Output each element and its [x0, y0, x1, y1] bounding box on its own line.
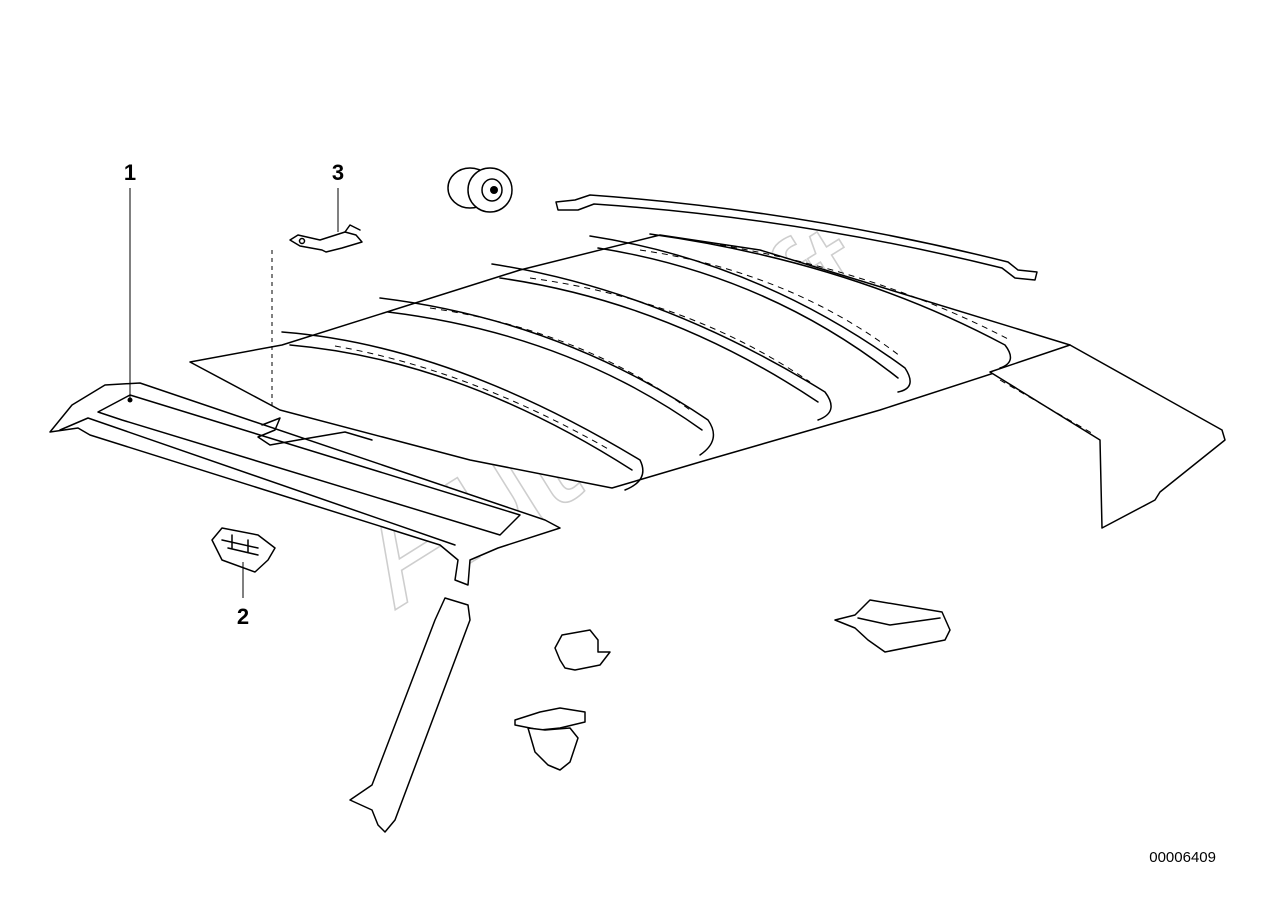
headliner-frame-outline [49, 382, 561, 586]
rear-lining-outline [989, 344, 1226, 529]
roof-rib-4-edge [597, 247, 899, 379]
small-clip-shape [554, 629, 611, 671]
roof-rib-1 [281, 331, 644, 491]
headliner-frame-lower-edge [59, 417, 456, 546]
leader-part-1-dot [127, 397, 133, 403]
rear-lining-section [989, 344, 1226, 529]
spring-clip-shape [834, 599, 951, 653]
headliner-frame-inner-edge [97, 394, 521, 536]
roof-rib-3-edge [499, 277, 819, 403]
headliner-frame [49, 382, 561, 586]
roof-hidden-line-2 [429, 307, 691, 411]
spring-clip [834, 599, 951, 653]
clip [211, 527, 276, 573]
grommet-hole [490, 186, 498, 194]
roof-rib-2 [379, 297, 715, 456]
push-fastener [514, 707, 586, 771]
roof-bow-rail [555, 194, 1038, 281]
clip-body [211, 527, 276, 573]
spring-clip-detail [857, 617, 941, 626]
callout-part-1: 1 [124, 160, 136, 185]
drawing-number: 00006409 [1149, 849, 1216, 866]
pillar-trim-shape [349, 597, 471, 833]
roof-rib-3 [491, 263, 832, 421]
roof-rib-2-edge [387, 311, 703, 431]
headliner-frame-cutout [257, 417, 373, 446]
small-clip [554, 629, 611, 671]
bracket-hole [298, 237, 306, 245]
rear-lining-hidden-line [999, 379, 1096, 436]
roof-rib-4 [589, 235, 911, 393]
roof-hidden-line-1 [334, 345, 611, 451]
clip-detail [221, 534, 259, 556]
roof-hidden-line-5 [719, 244, 1011, 341]
callout-part-3: 3 [332, 160, 344, 185]
pillar-trim [349, 597, 471, 833]
roof-bow-rail-shape [555, 194, 1038, 281]
roof-hidden-line-4 [639, 249, 901, 357]
grommet-plug [447, 167, 513, 213]
push-fastener-head [514, 707, 586, 731]
roof-hidden-line-3 [529, 277, 811, 383]
bracket-tab [344, 224, 361, 233]
roof-rib-1-edge [289, 344, 633, 471]
leader-lines [127, 188, 339, 598]
roof-rib-5 [649, 233, 1012, 369]
bracket-shape [289, 231, 363, 253]
bracket [289, 224, 363, 253]
callout-part-2: 2 [237, 604, 249, 629]
push-fastener-body [527, 727, 579, 771]
